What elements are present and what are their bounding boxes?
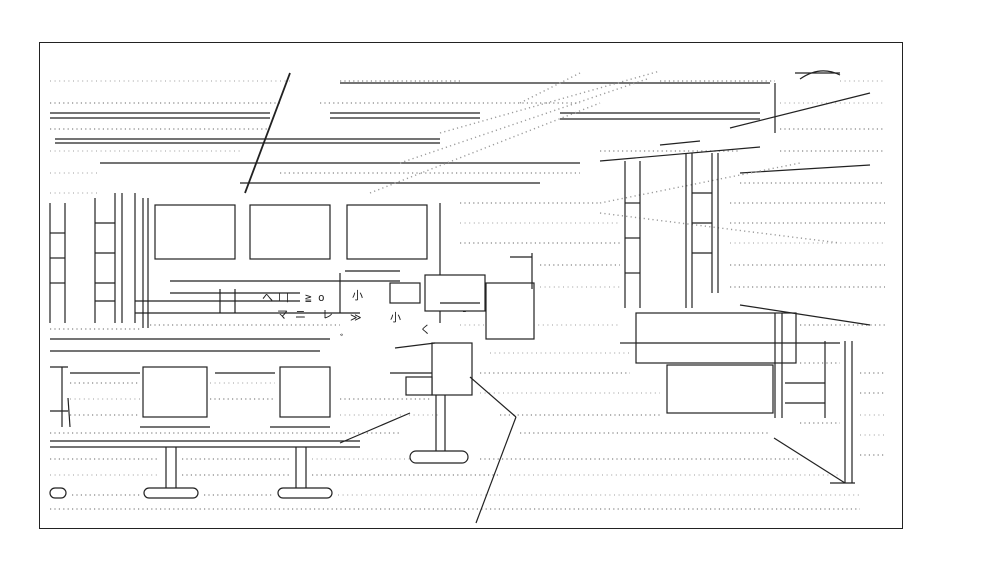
glyph: ﾞ [340, 333, 346, 346]
glyph: マ [277, 308, 288, 321]
glyph: 小 [390, 311, 401, 324]
ascii-art-canvas: へ 凵 ≧ o 小 マ ニ レ ≫ 小 く 丁 ﾞ [49, 70, 885, 524]
glyph: ≧ [305, 291, 312, 304]
window [249, 204, 331, 260]
glyph: く [420, 323, 431, 336]
left-building [49, 193, 136, 323]
glyph: ≫ [350, 311, 362, 324]
window [346, 204, 428, 260]
station-building [135, 198, 441, 328]
glyph: レ [322, 308, 333, 321]
benches [49, 338, 411, 499]
glyph: 凵 [278, 291, 289, 304]
sign-base [409, 450, 469, 464]
ascii-art-frame: へ 凵 ≧ o 小 マ ニ レ ≫ 小 く 丁 ﾞ [39, 42, 903, 529]
glyph: 小 [352, 289, 363, 302]
glyph: へ [262, 291, 273, 304]
dotted-fill [50, 80, 885, 510]
window [154, 204, 236, 260]
glyph: ニ [295, 308, 306, 321]
pole-sign [390, 342, 517, 524]
right-structure [620, 153, 871, 484]
signage: へ 凵 ≧ o 小 マ ニ レ ≫ 小 く 丁 ﾞ [262, 253, 535, 346]
roof-structure [50, 70, 871, 194]
bench [279, 366, 331, 418]
train-window [666, 364, 774, 414]
sign-board [431, 342, 473, 396]
glyph: o [318, 291, 325, 304]
bench [142, 366, 208, 418]
train-car [635, 312, 797, 364]
